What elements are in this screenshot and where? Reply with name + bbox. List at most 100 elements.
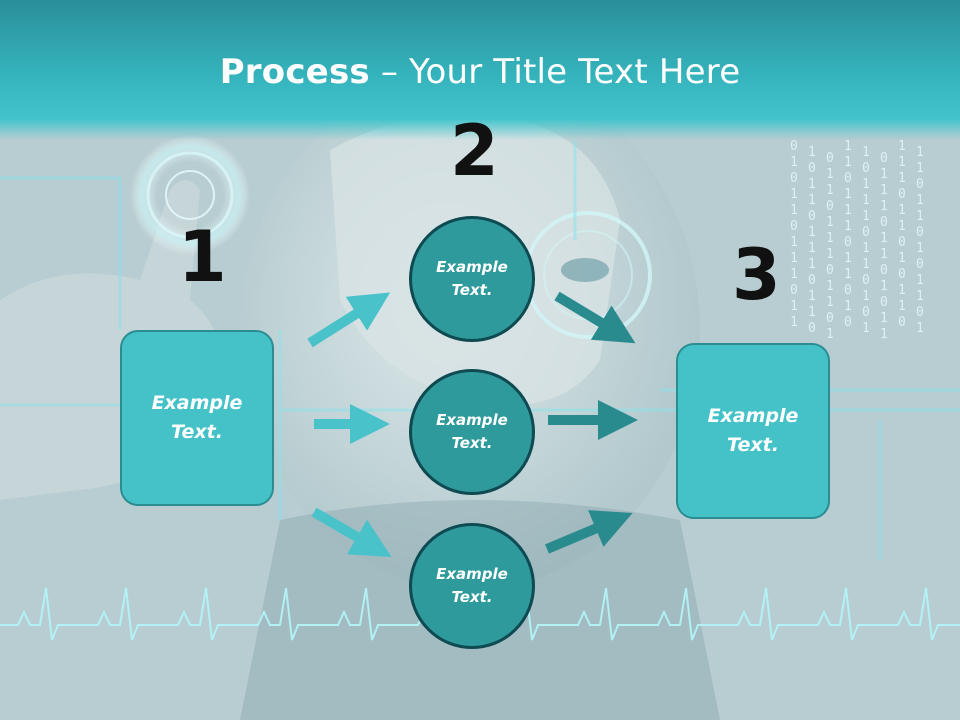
svg-text:1: 1 — [808, 193, 816, 208]
svg-text:1: 1 — [862, 177, 870, 192]
svg-text:1: 1 — [790, 267, 798, 282]
svg-text:1: 1 — [898, 203, 906, 218]
svg-text:0: 0 — [808, 209, 816, 224]
svg-text:1: 1 — [880, 279, 888, 294]
svg-text:1: 1 — [916, 193, 924, 208]
svg-text:1: 1 — [862, 209, 870, 224]
svg-text:1: 1 — [808, 145, 816, 160]
svg-text:1: 1 — [862, 145, 870, 160]
svg-text:1: 1 — [790, 203, 798, 218]
svg-text:1: 1 — [790, 251, 798, 266]
svg-text:0: 0 — [790, 139, 798, 154]
svg-text:1: 1 — [808, 241, 816, 256]
svg-text:1: 1 — [844, 155, 852, 170]
svg-text:0: 0 — [916, 225, 924, 240]
svg-text:0: 0 — [808, 273, 816, 288]
svg-text:0: 0 — [898, 187, 906, 202]
svg-text:0: 0 — [862, 225, 870, 240]
svg-text:0: 0 — [916, 305, 924, 320]
svg-text:1: 1 — [826, 231, 834, 246]
svg-text:0: 0 — [826, 311, 834, 326]
svg-text:0: 0 — [880, 151, 888, 166]
svg-text:1: 1 — [844, 187, 852, 202]
svg-text:1: 1 — [844, 251, 852, 266]
svg-text:0: 0 — [844, 171, 852, 186]
svg-text:1: 1 — [880, 199, 888, 214]
svg-text:0: 0 — [826, 263, 834, 278]
svg-text:0: 0 — [880, 295, 888, 310]
svg-text:1: 1 — [916, 321, 924, 336]
svg-text:1: 1 — [880, 183, 888, 198]
svg-text:0: 0 — [898, 235, 906, 250]
svg-text:0: 0 — [880, 263, 888, 278]
svg-text:1: 1 — [916, 289, 924, 304]
step-number-2: 2 — [450, 110, 499, 192]
svg-text:1: 1 — [862, 257, 870, 272]
svg-text:0: 0 — [862, 305, 870, 320]
svg-text:1: 1 — [790, 187, 798, 202]
svg-text:1: 1 — [844, 267, 852, 282]
svg-text:1: 1 — [808, 305, 816, 320]
slide-title[interactable]: Process – Your Title Text Here — [0, 52, 960, 92]
svg-text:1: 1 — [916, 209, 924, 224]
svg-text:0: 0 — [844, 283, 852, 298]
svg-text:0: 0 — [826, 199, 834, 214]
svg-text:0: 0 — [844, 315, 852, 330]
svg-text:0: 0 — [862, 273, 870, 288]
svg-text:1: 1 — [916, 273, 924, 288]
step-box-1-text: Example Text. — [151, 392, 243, 443]
svg-text:1: 1 — [880, 247, 888, 262]
svg-text:0: 0 — [898, 315, 906, 330]
svg-text:1: 1 — [790, 315, 798, 330]
svg-text:1: 1 — [844, 219, 852, 234]
svg-text:1: 1 — [898, 299, 906, 314]
title-rest: – Your Title Text Here — [369, 52, 741, 92]
svg-text:1: 1 — [844, 139, 852, 154]
circle-top[interactable]: Example Text. — [409, 216, 535, 342]
svg-text:1: 1 — [862, 321, 870, 336]
svg-text:0: 0 — [790, 219, 798, 234]
svg-text:1: 1 — [898, 251, 906, 266]
svg-text:1: 1 — [826, 215, 834, 230]
svg-text:0: 0 — [844, 235, 852, 250]
svg-text:0: 0 — [790, 171, 798, 186]
circle-bottom-text: Example Text. — [436, 565, 508, 606]
svg-text:1: 1 — [790, 299, 798, 314]
svg-text:1: 1 — [826, 295, 834, 310]
svg-text:0: 0 — [826, 151, 834, 166]
svg-text:1: 1 — [844, 203, 852, 218]
svg-text:1: 1 — [862, 241, 870, 256]
svg-text:1: 1 — [880, 167, 888, 182]
step-box-1[interactable]: Example Text. — [120, 330, 274, 506]
svg-text:1: 1 — [826, 279, 834, 294]
svg-text:1: 1 — [808, 257, 816, 272]
svg-text:0: 0 — [862, 161, 870, 176]
svg-text:0: 0 — [916, 257, 924, 272]
title-bold: Process — [219, 52, 370, 92]
circle-middle-text: Example Text. — [436, 411, 508, 452]
svg-text:1: 1 — [826, 327, 834, 342]
svg-text:1: 1 — [808, 177, 816, 192]
svg-text:1: 1 — [880, 311, 888, 326]
svg-text:0: 0 — [898, 267, 906, 282]
svg-text:0: 0 — [790, 283, 798, 298]
step-number-3: 3 — [732, 234, 781, 316]
svg-text:1: 1 — [898, 155, 906, 170]
circle-bottom[interactable]: Example Text. — [409, 523, 535, 649]
step-number-1: 1 — [178, 216, 227, 298]
svg-text:1: 1 — [898, 139, 906, 154]
step-box-3[interactable]: Example Text. — [676, 343, 830, 519]
step-box-3-text: Example Text. — [707, 405, 799, 456]
svg-text:1: 1 — [916, 145, 924, 160]
svg-text:1: 1 — [862, 289, 870, 304]
circle-top-text: Example Text. — [436, 258, 508, 299]
svg-text:1: 1 — [790, 155, 798, 170]
svg-text:1: 1 — [898, 171, 906, 186]
circle-middle[interactable]: Example Text. — [409, 369, 535, 495]
svg-text:1: 1 — [898, 219, 906, 234]
svg-text:1: 1 — [844, 299, 852, 314]
svg-text:1: 1 — [880, 327, 888, 342]
svg-text:1: 1 — [790, 235, 798, 250]
svg-text:1: 1 — [826, 183, 834, 198]
svg-text:1: 1 — [880, 231, 888, 246]
